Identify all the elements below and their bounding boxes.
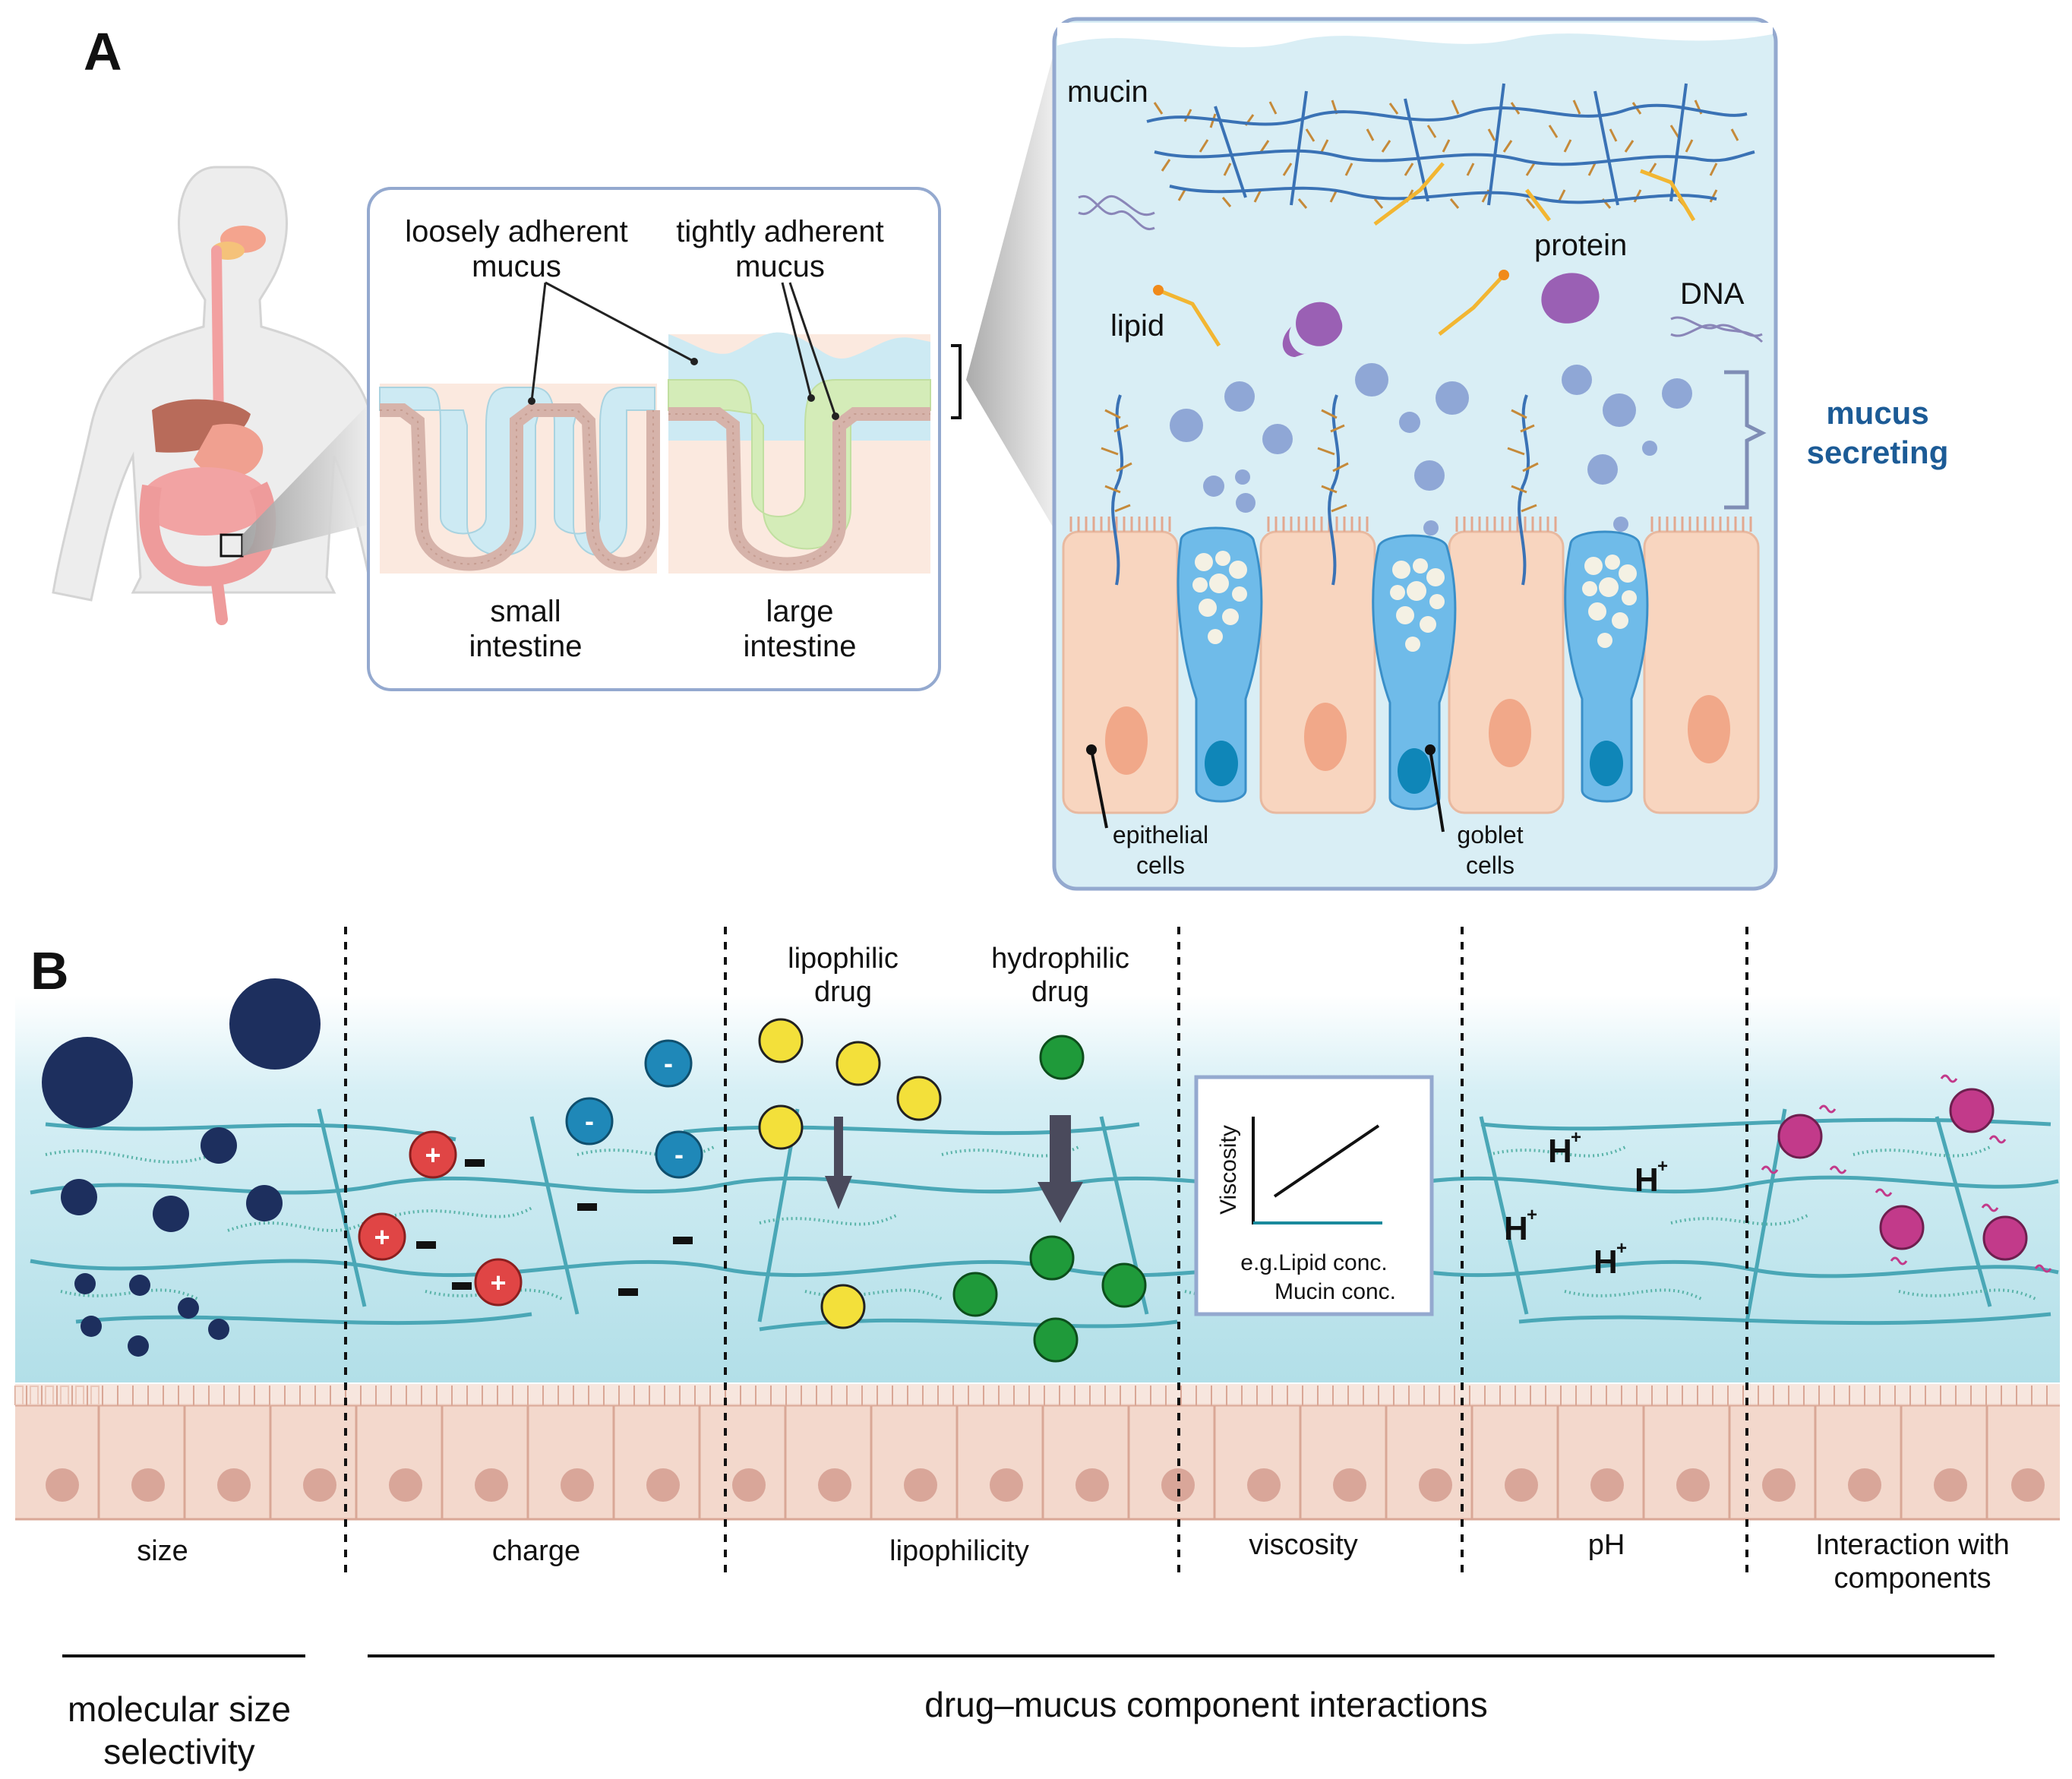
- inset-pointer-lines: [530, 281, 837, 417]
- loosely-adherent-label: loosely adherent: [405, 215, 628, 248]
- svg-text:+: +: [1527, 1205, 1537, 1225]
- viscosity-trend-line: [1273, 1124, 1380, 1198]
- small-intestine-label-2: intestine: [469, 630, 583, 663]
- protein-molecules: [1282, 273, 1600, 357]
- mucus-droplets: [1170, 363, 1692, 536]
- svg-text:+: +: [374, 1221, 390, 1253]
- lipid-label: lipid: [1110, 309, 1164, 343]
- interaction-squiggles: [1761, 1074, 2052, 1273]
- viscosity-note-mucin: Mucin conc.: [1274, 1279, 1396, 1304]
- size-particles: [42, 978, 321, 1357]
- lipophilic-drug-particles: [758, 1018, 942, 1329]
- lipophilic-drug-label-2: drug: [814, 976, 872, 1008]
- svg-text:-: -: [674, 1139, 684, 1170]
- svg-text:H: H: [1593, 1243, 1618, 1281]
- lipid-molecules: [1153, 270, 1509, 347]
- epithelial-cells-label: epithelial: [1113, 821, 1208, 848]
- svg-text:+: +: [1571, 1127, 1581, 1148]
- goblet-cells-label-2: cells: [1466, 852, 1515, 879]
- dna-label: DNA: [1680, 277, 1745, 311]
- svg-text:+: +: [1657, 1156, 1668, 1177]
- epithelial-cell-layer: [1062, 394, 1760, 814]
- molecular-size-selectivity-label: molecular size: [68, 1689, 291, 1729]
- panel-a-letter: A: [84, 22, 122, 81]
- svg-text:H: H: [1504, 1210, 1528, 1247]
- cell-pointers: [1090, 749, 1445, 833]
- mucin-label: mucin: [1067, 75, 1148, 109]
- svg-text:-: -: [664, 1047, 673, 1079]
- small-intestine-illustration: [379, 384, 660, 574]
- molecular-size-selectivity-label-2: selectivity: [103, 1732, 254, 1771]
- hydrophilic-drug-label: hydrophilic: [991, 943, 1129, 975]
- epithelial-cells-label-2: cells: [1136, 852, 1185, 879]
- viscosity-axis-label: Viscosity: [1216, 1125, 1241, 1215]
- section-ph-label: pH: [1588, 1529, 1625, 1561]
- small-intestine-label: small: [490, 595, 561, 628]
- section-interaction-label-2: components: [1834, 1563, 1991, 1594]
- hydrophilic-drug-particles: [952, 1035, 1147, 1363]
- svg-text:H: H: [1635, 1161, 1659, 1199]
- interacting-particles: [1777, 1088, 2028, 1261]
- protein-label: protein: [1534, 229, 1627, 262]
- mucin-sidechains-b: [45, 1145, 2036, 1300]
- svg-text:+: +: [1616, 1238, 1627, 1259]
- inset-bracket: [951, 344, 962, 419]
- zoom-cone-a: [242, 403, 370, 556]
- charge-particles: [358, 1039, 703, 1307]
- section-labels: size charge lipophilicity viscosity pH I…: [137, 1529, 2010, 1594]
- panel-b-letter: B: [30, 941, 69, 1000]
- downward-arrows: [825, 1115, 1083, 1223]
- human-body-illustration: [52, 166, 413, 625]
- viscosity-note-lipid: e.g.Lipid conc.: [1240, 1250, 1387, 1275]
- svg-text:-: -: [585, 1105, 594, 1136]
- tightly-adherent-label-2: mucus: [735, 250, 825, 283]
- mucus-secreting-label-2: secreting: [1807, 434, 1949, 470]
- goblet-cells-label: goblet: [1457, 821, 1523, 848]
- epithelial-layer-b: [14, 1384, 2060, 1521]
- negative-charge-marks: [416, 1159, 693, 1296]
- proton-labels: H + H + H + H +: [1504, 1127, 1668, 1281]
- large-intestine-label: large: [766, 595, 834, 628]
- large-intestine-label-2: intestine: [744, 630, 857, 663]
- svg-text:+: +: [490, 1267, 506, 1298]
- svg-text:+: +: [425, 1139, 441, 1171]
- charge-signs: + + + - - -: [374, 1047, 684, 1298]
- loosely-adherent-label-2: mucus: [472, 250, 561, 283]
- section-viscosity-label: viscosity: [1249, 1529, 1358, 1561]
- section-charge-label: charge: [492, 1535, 580, 1567]
- goblet-cells: [1177, 526, 1649, 811]
- section-lipophilicity-label: lipophilicity: [889, 1535, 1029, 1567]
- svg-text:H: H: [1548, 1133, 1572, 1170]
- section-size-label: size: [137, 1535, 188, 1567]
- tightly-adherent-label: tightly adherent: [676, 215, 884, 248]
- viscosity-chart: Viscosity e.g.Lipid conc. Mucin conc.: [1194, 1075, 1434, 1316]
- dna-helix-right: [1670, 316, 1764, 343]
- section-dividers: [344, 927, 1748, 1572]
- secreting-bracket: [1724, 370, 1767, 510]
- large-intestine-illustration: [668, 332, 931, 574]
- hydrophilic-drug-label-2: drug: [1031, 976, 1089, 1008]
- mucin-network: [1146, 83, 1755, 226]
- section-interaction-label: Interaction with: [1815, 1529, 2010, 1561]
- lipophilic-drug-label: lipophilic: [788, 943, 899, 975]
- drug-mucus-interactions-label: drug–mucus component interactions: [924, 1685, 1488, 1724]
- dna-helix-left: [1078, 194, 1155, 231]
- zoom-cone-detail: [966, 46, 1056, 532]
- mucus-secreting-label: mucus: [1826, 395, 1928, 431]
